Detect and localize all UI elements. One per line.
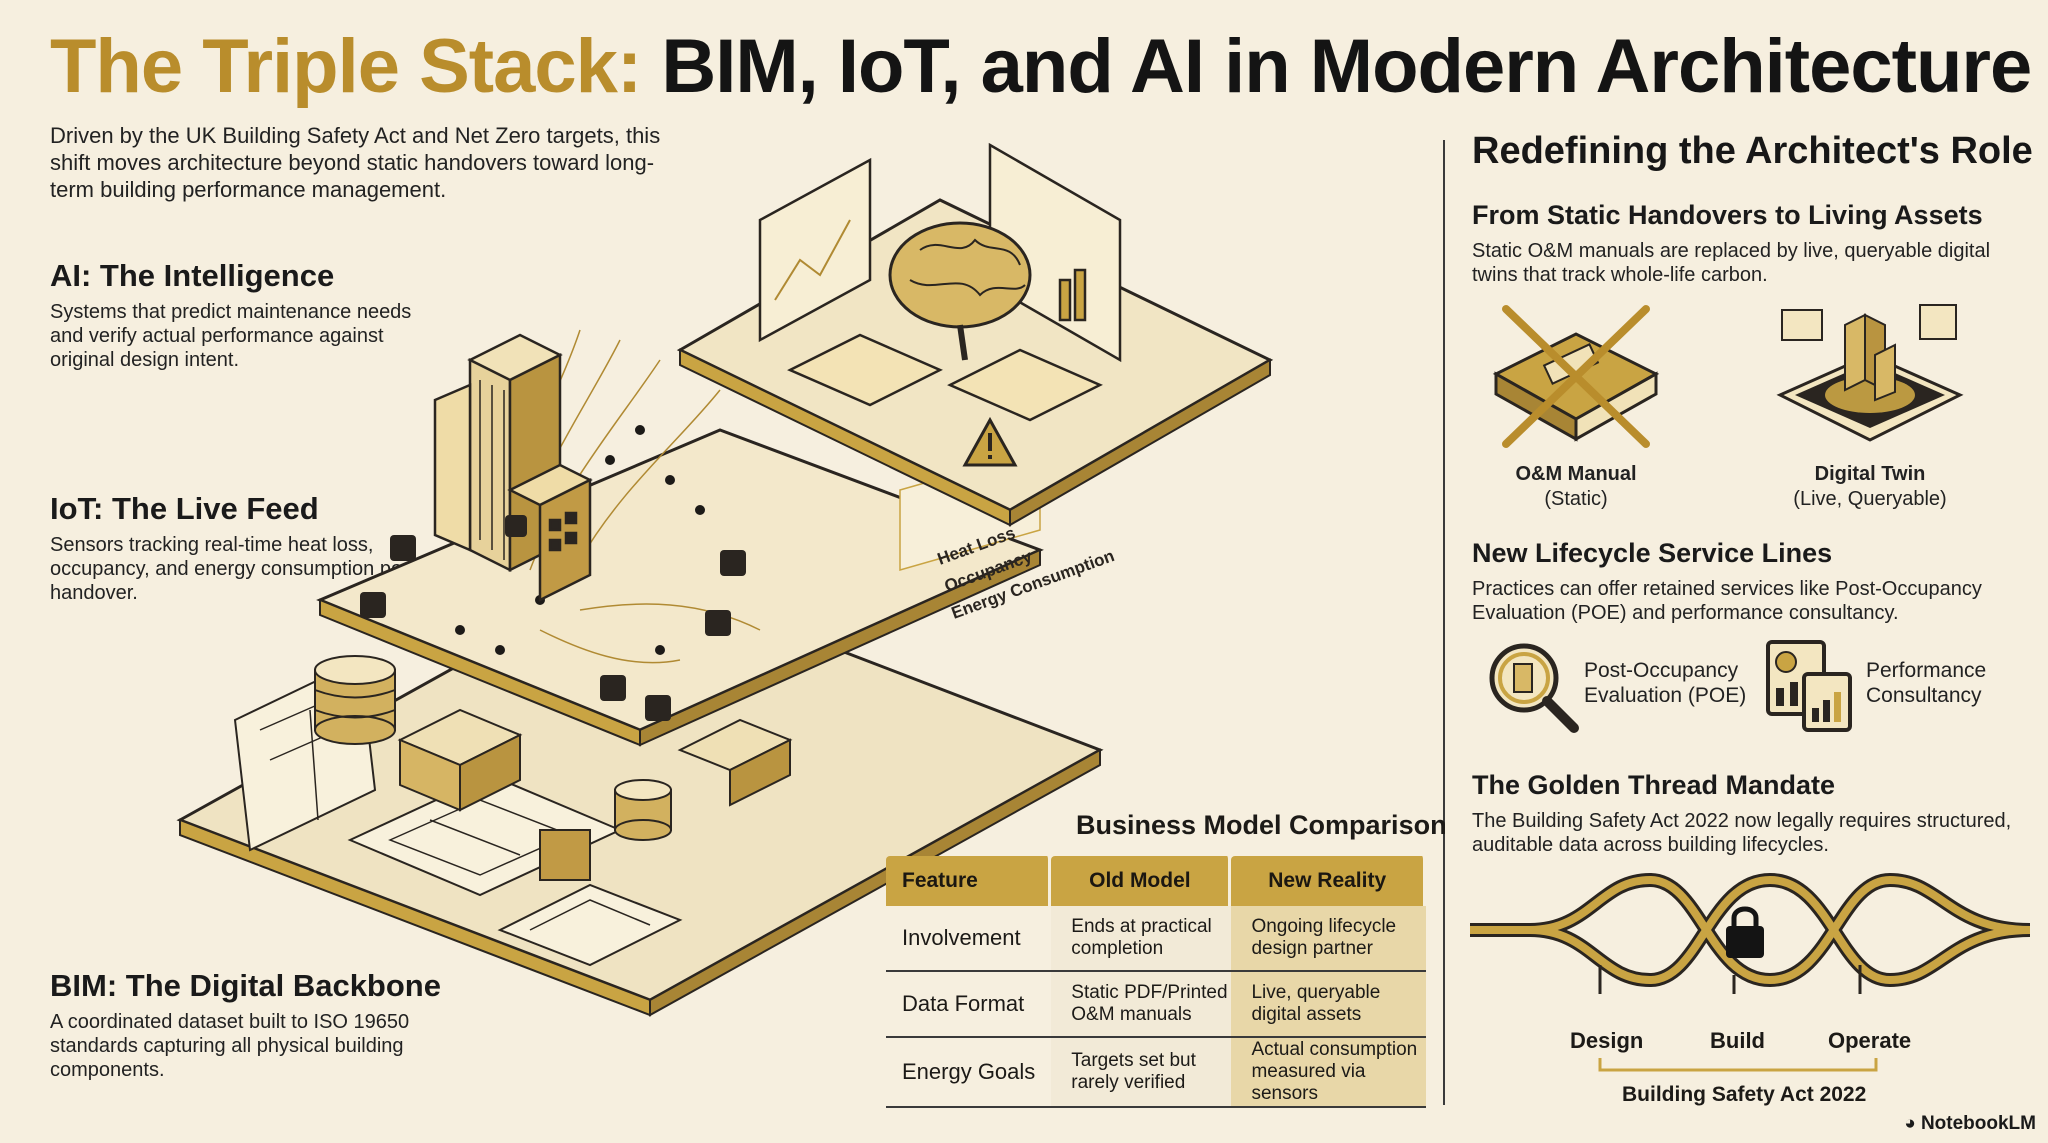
title-part-1: The Triple Stack: [50, 24, 642, 109]
cell-old: Targets set but rarely verified [1051, 1038, 1232, 1108]
poe-label-line-2: Evaluation (POE) [1584, 684, 1747, 707]
poe-label-line-1: Post-Occupancy [1584, 659, 1739, 682]
database-icon [314, 655, 672, 841]
magnifier-icon [1489, 643, 1579, 733]
performance-chart-icon [1766, 640, 1852, 732]
golden-thread-rope [1470, 872, 2030, 994]
om-manual-icon [1492, 305, 1660, 448]
ai-brain-icon [888, 221, 1032, 361]
right-heading: Redefining the Architect's Role [1472, 130, 2033, 172]
poe-label: Post-Occupancy Evaluation (POE) [1584, 658, 1746, 708]
footer-label: NotebookLM [1920, 1113, 2036, 1134]
cell-old: Static PDF/Printed O&M manuals [1051, 972, 1232, 1038]
header-feature: Feature [886, 856, 1052, 906]
cell-feature: Involvement [886, 906, 1052, 972]
stage-bracket [1598, 1058, 1878, 1072]
comparison-header-row: Feature Old Model New Reality [886, 856, 1426, 906]
service-lines-block: New Lifecycle Service Lines Practices ca… [1472, 538, 2012, 625]
header-old-model: Old Model [1051, 856, 1232, 906]
om-manual-title: O&M Manual [1515, 463, 1637, 485]
golden-heading: The Golden Thread Mandate [1472, 770, 1836, 800]
notebooklm-logo: ◕ NotebookLM [1904, 1113, 2036, 1135]
ai-text: Systems that predict maintenance needs a… [50, 301, 412, 371]
ai-dashboard-screens [758, 142, 1122, 422]
services-text: Practices can offer retained services li… [1472, 578, 1982, 624]
title-part-2: BIM, IoT, and AI in Modern Architecture [661, 24, 2032, 109]
digital-twin-caption: Digital Twin (Live, Queryable) [1760, 462, 1980, 512]
bim-model-building [397, 708, 793, 881]
cell-feature: Data Format [886, 972, 1052, 1038]
bim-heading: BIM: The Digital Backbone [50, 968, 441, 1003]
page-title: The Triple Stack: BIM, IoT, and AI in Mo… [50, 22, 2032, 112]
stage-operate: Operate [1828, 1028, 1912, 1053]
cell-new: Actual consumption measured via sensors [1231, 1038, 1426, 1108]
static-heading: From Static Handovers to Living Assets [1472, 200, 1983, 230]
digital-twin-icon [1776, 304, 1964, 442]
digital-twin-sub: (Live, Queryable) [1793, 488, 1947, 510]
sensor-icon-tiles [360, 515, 746, 721]
golden-text: The Building Safety Act 2022 now legally… [1472, 810, 2012, 856]
performance-label-line-2: Consultancy [1866, 684, 1982, 707]
ai-heading: AI: The Intelligence [50, 258, 335, 293]
stage-build: Build [1710, 1028, 1765, 1053]
smart-building-tower [433, 333, 593, 603]
bim-text: A coordinated dataset built to ISO 19650… [50, 1011, 410, 1081]
ai-layer-block: AI: The Intelligence Systems that predic… [50, 258, 450, 372]
performance-label: Performance Consultancy [1866, 658, 1986, 708]
cell-old: Ends at practical completion [1051, 906, 1232, 972]
table-row: Energy Goals Targets set but rarely veri… [886, 1038, 1426, 1108]
iot-layer-block: IoT: The Live Feed Sensors tracking real… [50, 491, 450, 605]
performance-label-line-1: Performance [1866, 659, 1987, 682]
iot-text: Sensors tracking real-time heat loss, oc… [50, 534, 425, 604]
cell-new: Ongoing lifecycle design partner [1231, 906, 1426, 972]
om-manual-sub: (Static) [1544, 488, 1608, 510]
sensor-nodes [455, 425, 705, 655]
cell-new: Live, queryable digital assets [1231, 972, 1426, 1038]
cell-feature: Energy Goals [886, 1038, 1052, 1108]
om-manual-caption: O&M Manual (Static) [1466, 462, 1686, 512]
notebooklm-mark-icon: ◕ [1904, 1113, 1916, 1134]
services-heading: New Lifecycle Service Lines [1472, 538, 1833, 568]
bracket-label: Building Safety Act 2022 [1622, 1083, 1867, 1106]
triple-stack-illustration: Heat Loss Occupancy Energy Consumption [176, 142, 1274, 1017]
intro-text: Driven by the UK Building Safety Act and… [50, 123, 661, 202]
comparison-title: Business Model Comparison [1076, 810, 1447, 840]
table-row: Involvement Ends at practical completion… [886, 906, 1426, 972]
static-text: Static O&M manuals are replaced by live,… [1472, 240, 1991, 286]
comparison-table: Feature Old Model New Reality Involvemen… [886, 856, 1426, 1108]
column-divider [1443, 140, 1445, 1105]
warning-icon [962, 416, 1018, 467]
golden-thread-block: The Golden Thread Mandate The Building S… [1472, 770, 2022, 857]
table-row: Data Format Static PDF/Printed O&M manua… [886, 972, 1426, 1038]
lock-icon [1726, 906, 1764, 958]
digital-twin-title: Digital Twin [1814, 463, 1926, 485]
static-to-living-block: From Static Handovers to Living Assets S… [1472, 200, 2012, 287]
iot-heading: IoT: The Live Feed [50, 491, 319, 526]
stage-design: Design [1570, 1028, 1644, 1053]
bim-layer-block: BIM: The Digital Backbone A coordinated … [50, 968, 450, 1082]
header-new-reality: New Reality [1231, 856, 1426, 906]
